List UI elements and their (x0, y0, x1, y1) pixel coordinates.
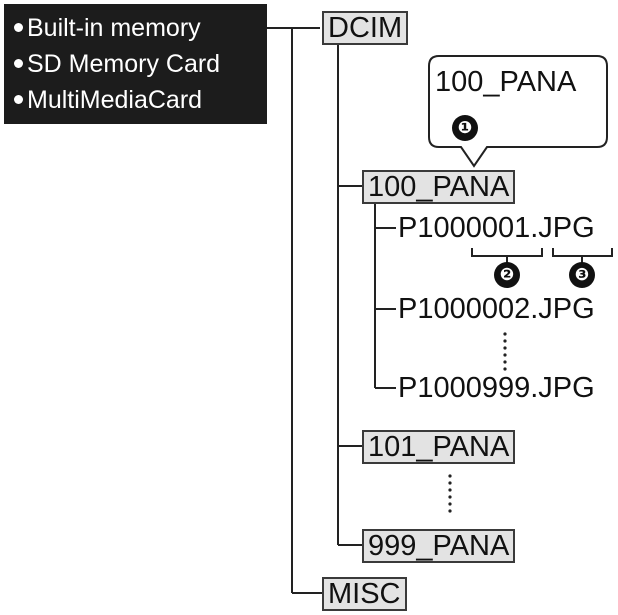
callout-folder-name: 100_PANA (435, 66, 577, 98)
folder-101-pana: 101_PANA (362, 430, 516, 464)
folder-misc: MISC (322, 577, 407, 611)
media-item: SD Memory Card (14, 46, 267, 82)
bullet-icon (14, 23, 23, 32)
media-item: Built-in memory (14, 10, 267, 46)
file-second: P1000002.JPG (398, 293, 595, 325)
folder-dcim: DCIM (322, 11, 409, 45)
file-last: P1000999.JPG (398, 372, 595, 404)
media-item: MultiMediaCard (14, 82, 267, 118)
storage-media-list: Built-in memory SD Memory Card MultiMedi… (4, 4, 267, 124)
bullet-icon (14, 95, 23, 104)
folder-999-pana: 999_PANA (362, 529, 516, 563)
marker-2: ❷ (494, 262, 520, 288)
folder-100-pana: 100_PANA (362, 170, 516, 204)
marker-1: ❶ (452, 115, 478, 141)
bullet-icon (14, 59, 23, 68)
marker-3: ❸ (569, 262, 595, 288)
file-first: P1000001.JPG (398, 212, 595, 244)
